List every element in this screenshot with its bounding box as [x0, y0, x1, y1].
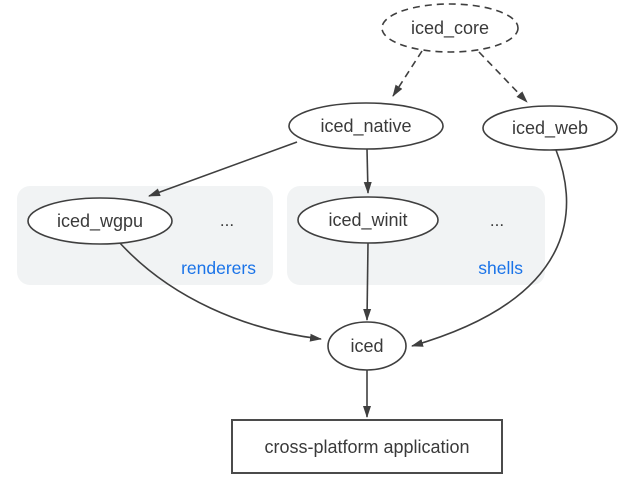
edge-iced-native-to-iced-winit: [363, 148, 372, 194]
iced-label: iced: [350, 336, 383, 356]
renderers-ellipsis: ...: [220, 211, 234, 230]
iced-ellipse: [327, 321, 407, 371]
node-iced-wgpu: iced_wgpu: [27, 197, 173, 245]
iced-core-label: iced_core: [411, 18, 489, 39]
edge-iced-native-to-iced-wgpu: [148, 141, 298, 197]
edge-iced-wgpu-to-iced: [118, 241, 322, 342]
edge-iced-winit-to-iced: [363, 242, 372, 321]
iced-web-ellipse: [482, 105, 618, 151]
iced-winit-ellipse: [297, 196, 439, 244]
node-cross-platform-application: cross-platform application: [231, 419, 503, 474]
iced-wgpu-label: iced_wgpu: [57, 211, 143, 232]
application-label: cross-platform application: [264, 437, 469, 457]
edges: [118, 50, 568, 418]
iced-native-label: iced_native: [320, 116, 411, 137]
application-box: [231, 419, 503, 474]
shells-group-label: shells: [478, 258, 523, 278]
edge-iced-web-to-iced: [411, 149, 568, 347]
renderers-group-label: renderers: [181, 258, 256, 278]
node-iced-winit: iced_winit: [297, 196, 439, 244]
node-iced-core: iced_core: [381, 3, 519, 53]
iced-core-ellipse: [381, 3, 519, 53]
edge-iced-core-to-iced-native: [392, 50, 423, 97]
node-iced-web: iced_web: [482, 105, 618, 151]
node-iced-native: iced_native: [288, 102, 444, 150]
node-iced: iced: [327, 321, 407, 371]
shells-ellipsis: ...: [490, 211, 504, 230]
iced-native-ellipse: [288, 102, 444, 150]
iced-winit-label: iced_winit: [328, 210, 407, 231]
iced-wgpu-ellipse: [27, 197, 173, 245]
iced-web-label: iced_web: [512, 118, 588, 139]
edge-iced-core-to-iced-web: [478, 51, 528, 103]
